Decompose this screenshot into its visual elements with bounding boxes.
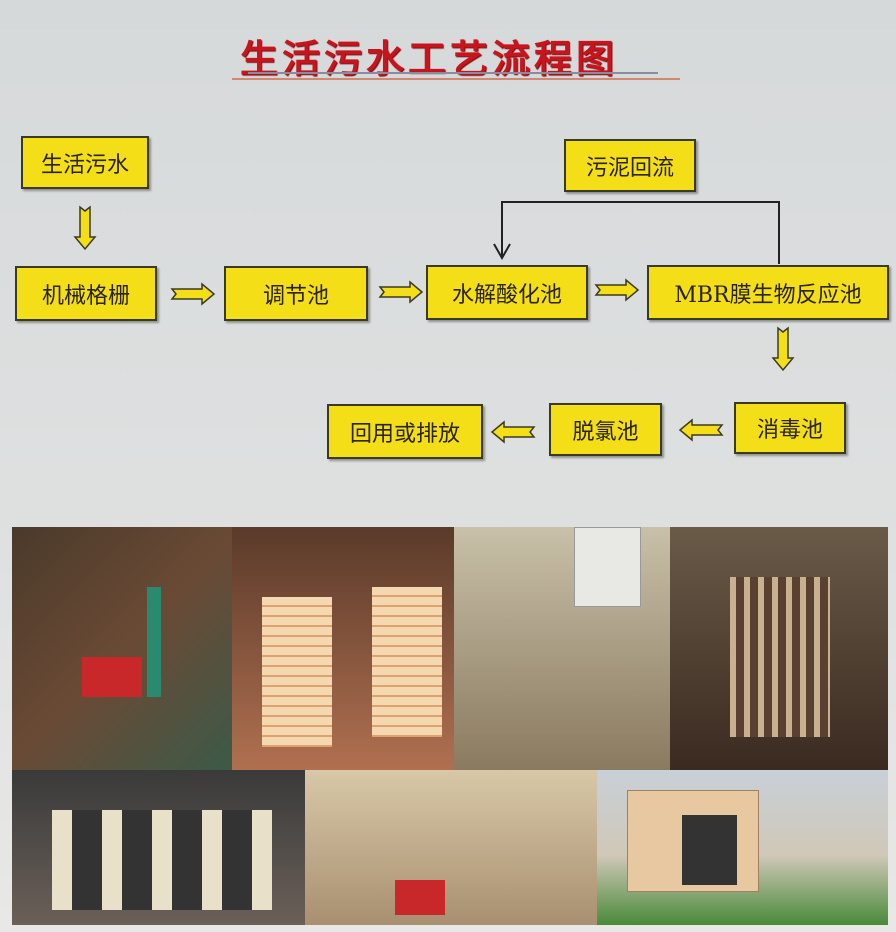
node-hydrolysis: 水解酸化池 (426, 265, 588, 320)
title-underline (248, 72, 658, 74)
node-equalization: 调节池 (224, 266, 368, 321)
node-sludge-return: 污泥回流 (564, 139, 696, 192)
node-sewage: 生活污水 (21, 136, 149, 189)
arrow-down-icon (772, 327, 794, 371)
arrow-right-icon (595, 279, 639, 301)
photo-building (597, 770, 888, 925)
title-underline (232, 78, 680, 80)
arrow-left-icon (491, 421, 535, 443)
arrow-right-icon (171, 283, 215, 305)
arrow-right-icon (379, 281, 423, 303)
equipment-photos (12, 527, 888, 925)
photo-pump-room (305, 770, 597, 925)
photo-tank (670, 527, 888, 770)
node-mbr: MBR膜生物反应池 (647, 265, 889, 320)
node-reuse: 回用或排放 (327, 404, 483, 459)
sludge-return-line (493, 201, 780, 264)
photo-membrane-rack (12, 770, 305, 925)
photo-control-room (454, 527, 670, 770)
arrow-down-icon (74, 206, 96, 250)
arrow-left-icon (679, 419, 723, 441)
flow-arrows (74, 201, 794, 443)
photo-membrane (232, 527, 454, 770)
node-screen: 机械格栅 (15, 266, 157, 321)
node-disinfection: 消毒池 (734, 402, 846, 454)
node-dechlorination: 脱氯池 (549, 403, 662, 456)
photo-blower (12, 527, 232, 770)
